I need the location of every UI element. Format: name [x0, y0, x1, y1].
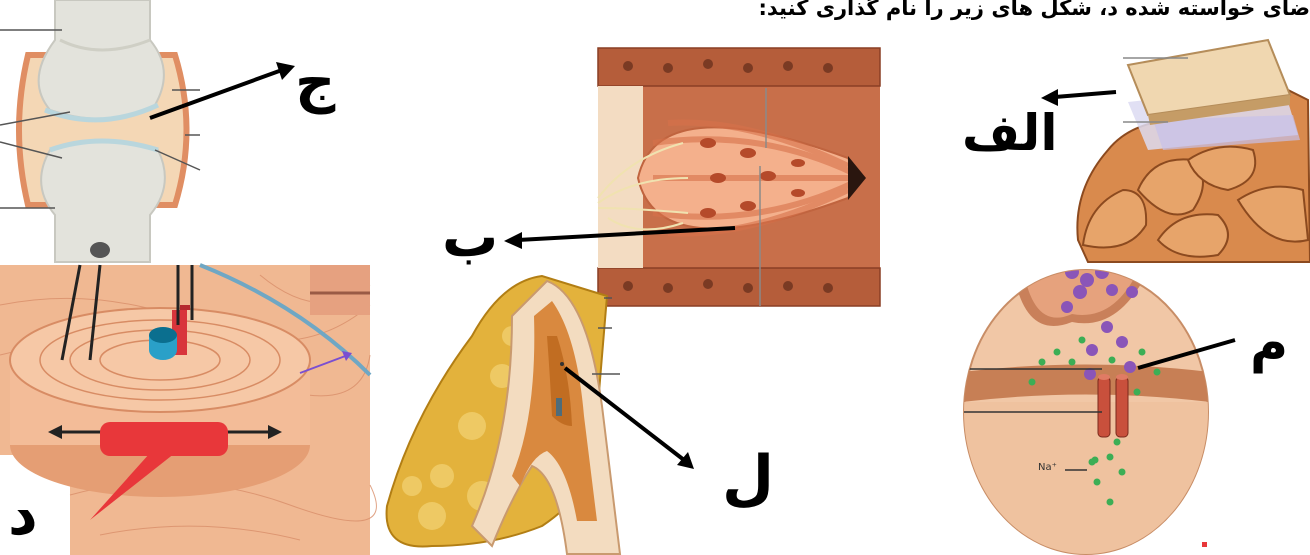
label-mim: م [1250, 318, 1288, 370]
